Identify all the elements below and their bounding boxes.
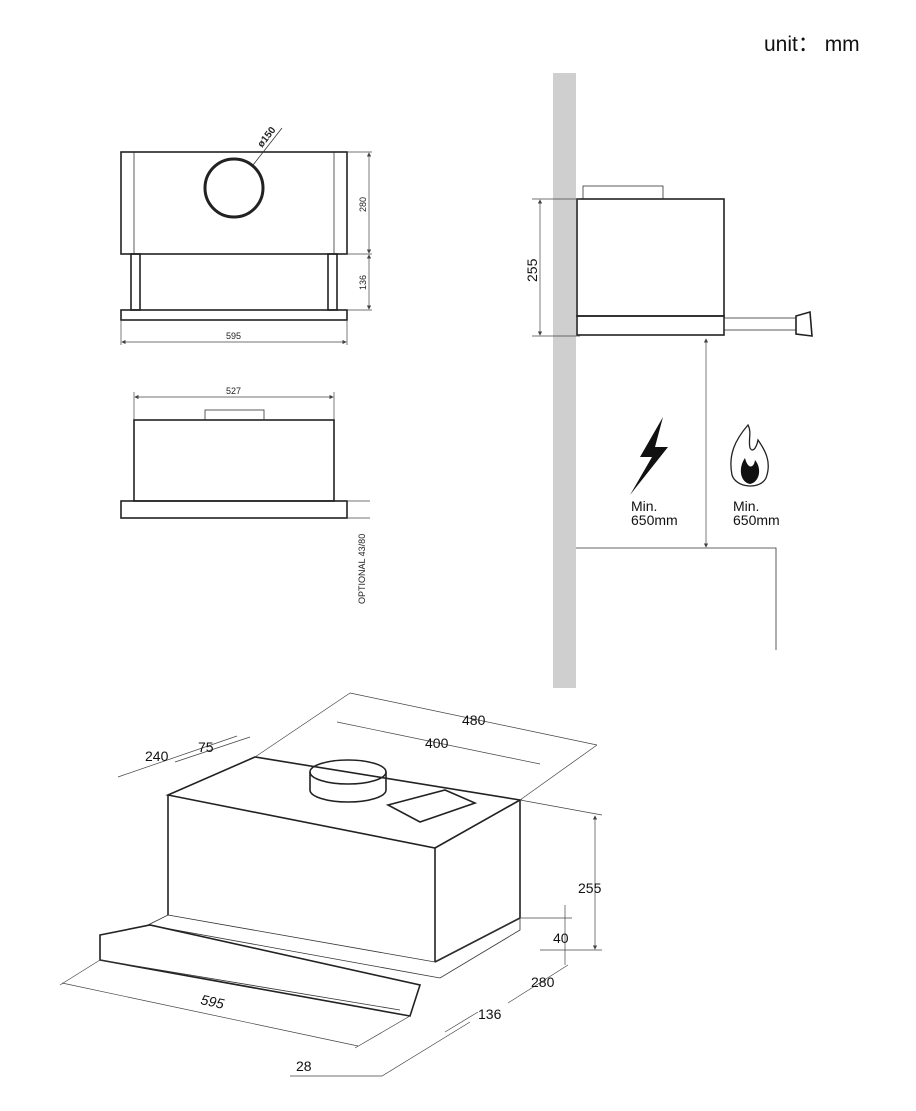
iso-drawer-136: 136 (478, 1006, 502, 1022)
iso-width-595: 595 (199, 991, 225, 1012)
drawer-height-label: 136 (358, 275, 368, 290)
gas-min-value: 650mm (733, 512, 780, 528)
lightning-icon (630, 417, 668, 495)
unit-label: unit： mm (764, 33, 860, 56)
iso-depth-280: 280 (531, 974, 555, 990)
side-height-label: 255 (524, 258, 540, 282)
iso-depth-240: 240 (145, 748, 169, 764)
iso-front-28: 28 (296, 1058, 312, 1074)
front-view: ø150 280 136 595 (120, 125, 372, 345)
iso-depth-480: 480 (462, 712, 486, 728)
side-view: 255 Min. 650mm Min. 650mm (524, 73, 813, 688)
duct-outlet (203, 157, 265, 219)
optional-height-note: OPTIONAL 43/80 (357, 534, 367, 604)
electric-min-label: Min. (631, 498, 657, 514)
iso-plate-40: 40 (553, 930, 569, 946)
flame-icon (730, 423, 769, 487)
top-view: 527 OPTIONAL 43/80 (120, 386, 370, 604)
drawer-handle (795, 310, 813, 337)
iso-offset-75: 75 (198, 739, 214, 755)
width-label: 595 (226, 331, 241, 341)
iso-spacing-400: 400 (425, 735, 449, 751)
electric-min-value: 650mm (631, 512, 678, 528)
wall (553, 73, 576, 688)
duct-diameter-label: ø150 (256, 125, 279, 150)
iso-height-255: 255 (578, 880, 602, 896)
gas-min-label: Min. (733, 498, 759, 514)
body-height-label: 280 (358, 197, 368, 212)
top-width-label: 527 (226, 386, 241, 396)
iso-drawer-front (99, 924, 422, 1017)
isometric-view: 480 400 240 75 255 40 280 136 595 28 (59, 692, 603, 1077)
